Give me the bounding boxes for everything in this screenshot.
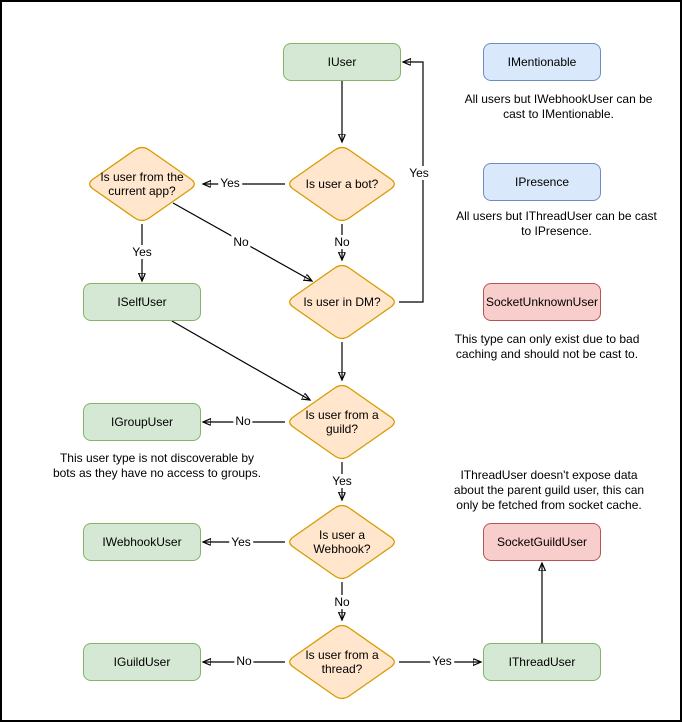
node-imentionable-label: IMentionable xyxy=(507,55,577,69)
decision-is-dm-label: Is user in DM? xyxy=(303,295,381,309)
node-iwebhookuser-label: IWebhookUser xyxy=(102,535,182,549)
edge-label-dm-yes: Yes xyxy=(407,166,431,180)
edge-label-currentapp-no: No xyxy=(231,235,251,249)
node-iwebhookuser: IWebhookUser xyxy=(83,523,201,561)
diamond-shape xyxy=(289,384,395,460)
node-iguilduser: IGuildUser xyxy=(83,643,201,681)
edge-label-guild-no: No xyxy=(233,414,253,428)
node-ithreaduser: IThreadUser xyxy=(483,643,601,681)
node-ipresence-label: IPresence xyxy=(514,175,570,189)
node-iuser-label: IUser xyxy=(327,55,357,69)
node-iselfuser-label: ISelfUser xyxy=(117,295,167,309)
note-ithreaduser: IThreadUser doesn't expose data about th… xyxy=(453,468,645,512)
node-socketunknownuser: SocketUnknownUser xyxy=(483,283,601,321)
node-ipresence: IPresence xyxy=(483,163,601,201)
diamond-shape xyxy=(289,146,395,222)
edge-label-bot-yes: Yes xyxy=(218,176,242,190)
node-iuser: IUser xyxy=(283,43,401,81)
decision-is-dm: Is user in DM? xyxy=(285,262,399,342)
decision-is-bot-label: Is user a bot? xyxy=(305,177,379,191)
node-iselfuser: ISelfUser xyxy=(83,283,201,321)
decision-is-thread-label: Is user from a thread? xyxy=(305,648,379,676)
diamond-shape xyxy=(289,504,395,580)
edge-label-currentapp-yes: Yes xyxy=(130,245,154,259)
decision-is-bot: Is user a bot? xyxy=(285,144,399,224)
edge-dm-yes-to-iuser xyxy=(399,62,424,303)
decision-is-current-app: Is user from the current app? xyxy=(85,144,199,224)
diamond-shape xyxy=(289,624,395,700)
node-iguilduser-label: IGuildUser xyxy=(113,655,171,669)
edge-label-webhook-yes: Yes xyxy=(229,535,253,549)
node-socketguilduser: SocketGuildUser xyxy=(483,523,601,561)
node-ithreaduser-label: IThreadUser xyxy=(508,655,576,669)
node-igroupuser-label: IGroupUser xyxy=(110,415,174,429)
decision-is-thread: Is user from a thread? xyxy=(285,622,399,702)
diamond-shape xyxy=(89,146,195,222)
node-imentionable: IMentionable xyxy=(483,43,601,81)
edge-label-webhook-no: No xyxy=(332,595,352,609)
node-socketunknownuser-label: SocketUnknownUser xyxy=(485,295,599,309)
decision-is-webhook-label: Is user a Webhook? xyxy=(313,528,371,556)
decision-is-webhook: Is user a Webhook? xyxy=(285,502,399,582)
decision-is-guild: Is user from a guild? xyxy=(285,382,399,462)
edge-label-thread-yes: Yes xyxy=(430,654,454,668)
note-igroupuser: This user type is not discoverable by bo… xyxy=(52,451,262,480)
diamond-shape xyxy=(289,264,395,340)
note-ipresence: All users but IThreadUser can be cast to… xyxy=(456,209,657,238)
edge-label-bot-no: No xyxy=(332,235,352,249)
note-socketunknownuser: This type can only exist due to bad cach… xyxy=(454,332,640,361)
decision-is-guild-label: Is user from a guild? xyxy=(305,408,379,436)
node-igroupuser: IGroupUser xyxy=(83,403,201,441)
note-imentionable: All users but IWebhookUser can be cast t… xyxy=(464,92,653,121)
edge-label-guild-yes: Yes xyxy=(330,474,354,488)
node-socketguilduser-label: SocketGuildUser xyxy=(496,535,588,549)
decision-is-current-app-label: Is user from the current app? xyxy=(100,170,184,198)
edge-label-thread-no: No xyxy=(234,654,254,668)
